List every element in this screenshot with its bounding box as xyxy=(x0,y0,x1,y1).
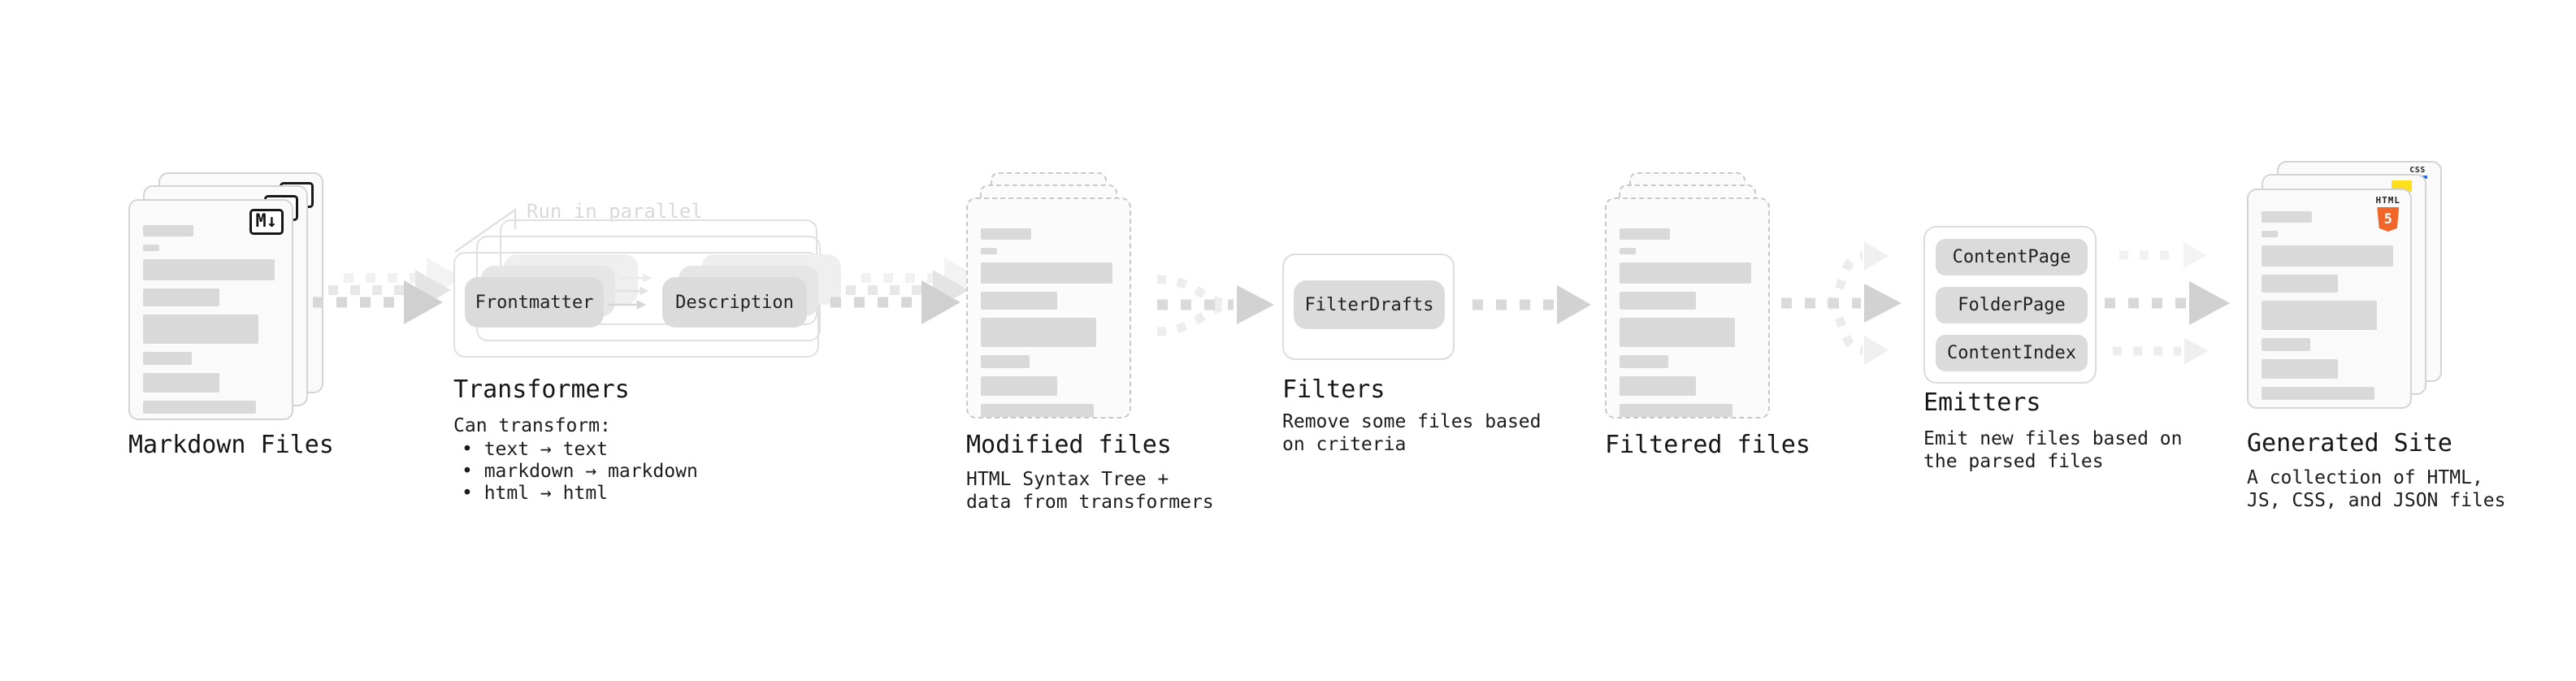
flow-arrow-fanout-to-emitters xyxy=(1781,241,1902,365)
placeholder-line xyxy=(2262,338,2311,351)
placeholder-line xyxy=(1620,404,1733,417)
placeholder-line xyxy=(981,292,1057,310)
placeholder-line xyxy=(2262,245,2393,267)
filters-box: FilterDrafts xyxy=(1282,254,1455,360)
bullet-item: • text → text xyxy=(462,439,609,460)
emitters-title: Emitters xyxy=(1923,388,2041,417)
html-document-front: HTML 5 xyxy=(2247,189,2412,409)
placeholder-line xyxy=(143,288,219,306)
placeholder-line xyxy=(143,314,258,344)
markdown-files-stack: M↓ M↓ M↓ xyxy=(128,172,327,420)
transformers-intro: Can transform: xyxy=(453,415,611,436)
placeholder-line xyxy=(981,262,1112,284)
placeholder-line xyxy=(143,259,275,280)
document-content-placeholder xyxy=(981,228,1117,417)
placeholder-line xyxy=(1620,228,1670,240)
markdown-icon: M↓ xyxy=(249,209,284,235)
flow-arrow-filters-to-filtered xyxy=(1472,285,1591,324)
bullet-item: • markdown → markdown xyxy=(462,461,698,482)
markdown-document-front: M↓ xyxy=(128,199,293,420)
html-label: HTML xyxy=(2375,195,2400,206)
generated-site-description: A collection of HTML, JS, CSS, and JSON … xyxy=(2247,467,2506,511)
run-in-parallel-note: Run in parallel xyxy=(527,200,703,223)
placeholder-line xyxy=(143,373,219,393)
placeholder-line xyxy=(981,318,1096,347)
html5-shield: 5 xyxy=(2377,207,2400,232)
html5-file-icon: HTML 5 xyxy=(2376,195,2401,232)
markdown-files-label: Markdown Files xyxy=(128,431,334,459)
placeholder-line xyxy=(2262,359,2338,379)
document-content-placeholder xyxy=(2262,211,2397,400)
placeholder-line xyxy=(981,248,998,254)
placeholder-line xyxy=(2262,387,2374,400)
flow-arrow-merge-to-filters xyxy=(1156,275,1274,336)
generated-site-label: Generated Site xyxy=(2247,429,2452,458)
placeholder-line xyxy=(2262,211,2312,223)
placeholder-line xyxy=(1620,318,1735,347)
placeholder-line xyxy=(981,376,1057,396)
placeholder-line xyxy=(2262,301,2377,330)
filters-title: Filters xyxy=(1282,375,1386,404)
placeholder-line xyxy=(981,404,1094,417)
flow-arrow-emitters-to-site xyxy=(2105,242,2230,364)
contentpage-pill: ContentPage xyxy=(1936,239,2088,275)
placeholder-line xyxy=(143,352,193,365)
transformers-group: Run in parallel Frontmatter Description xyxy=(453,200,841,371)
placeholder-line xyxy=(1620,355,1669,368)
generated-site-stack: CSS HTML 5 xyxy=(2247,161,2446,413)
folderpage-pill: FolderPage xyxy=(1936,287,2088,323)
emitters-box: ContentPage FolderPage ContentIndex xyxy=(1923,226,2097,384)
filtered-files-stack xyxy=(1605,172,1776,420)
contentindex-pill: ContentIndex xyxy=(1936,335,2088,371)
css-label: CSS xyxy=(2409,166,2426,175)
emitter-pill-stack: ContentPage FolderPage ContentIndex xyxy=(1936,239,2088,371)
modified-files-description: HTML Syntax Tree + data from transformer… xyxy=(966,469,1214,513)
filtered-document-front xyxy=(1605,197,1770,419)
document-content-placeholder xyxy=(143,225,279,414)
placeholder-line xyxy=(1620,292,1696,310)
transform-step-arrows xyxy=(608,273,653,310)
document-content-placeholder xyxy=(1620,228,1755,417)
filters-description: Remove some files based on criteria xyxy=(1282,411,1542,455)
placeholder-line xyxy=(2262,275,2338,293)
flow-arrow-markdown-to-transformers xyxy=(313,258,455,324)
placeholder-line xyxy=(1620,248,1637,254)
bullet-item: • html → html xyxy=(462,483,609,504)
placeholder-line xyxy=(1620,262,1751,284)
emitters-description: Emit new files based on the parsed files xyxy=(1923,428,2183,472)
placeholder-line xyxy=(143,401,256,414)
placeholder-line xyxy=(981,355,1030,368)
placeholder-line xyxy=(143,245,160,251)
transformers-title: Transformers xyxy=(453,375,630,404)
transformers-bullet-list: • text → text • markdown → markdown • ht… xyxy=(462,439,698,505)
parallel-note-connector xyxy=(454,207,517,254)
modified-files-stack xyxy=(966,172,1137,420)
description-pill: Description xyxy=(662,277,807,327)
filtered-files-label: Filtered files xyxy=(1605,431,1811,459)
filterdrafts-pill: FilterDrafts xyxy=(1294,280,1445,329)
placeholder-line xyxy=(1620,376,1696,396)
placeholder-line xyxy=(2262,231,2279,237)
flow-arrow-transformers-to-modified xyxy=(830,258,973,324)
placeholder-line xyxy=(143,225,193,236)
placeholder-line xyxy=(981,228,1031,240)
frontmatter-pill: Frontmatter xyxy=(465,277,604,327)
modified-document-front xyxy=(966,197,1131,419)
transformer-frame-front xyxy=(453,252,819,358)
modified-files-label: Modified files xyxy=(966,431,1172,459)
